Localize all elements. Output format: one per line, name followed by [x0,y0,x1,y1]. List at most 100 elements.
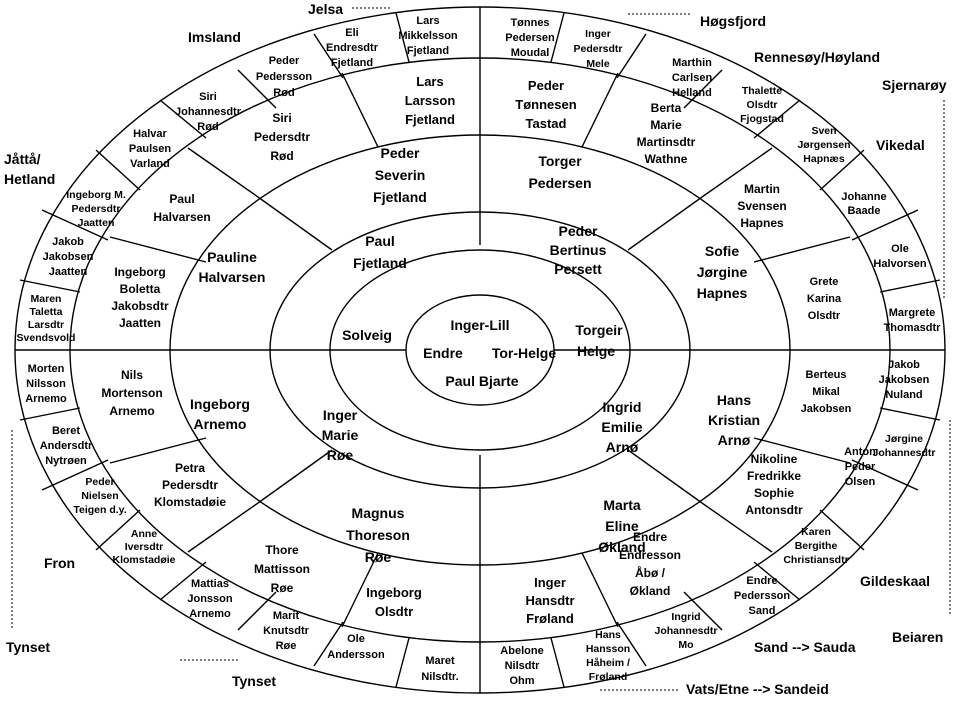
ancestor-line: Olsdtr [747,99,778,111]
ancestor-line: Tønnesen [515,97,576,112]
ancestor-line: Marta [603,497,641,513]
ancestor-line: Ohm [509,675,534,687]
place-tynset-left: Tynset [6,639,50,655]
divider-ring4-ur [701,147,773,198]
ancestor-line: Fjetland [331,57,373,69]
ancestor-line: Endresdtr [326,42,379,54]
ancestor-line: Halvarsen [153,210,210,224]
ancestor-line: Fjogstad [740,113,784,125]
place-vats-sandeid: Vats/Etne --> Sandeid [686,681,829,697]
ancestor-line: Svendsvold [17,332,76,344]
ancestor-line: Nikoline [751,452,798,466]
ancestor-line: Røe [276,640,297,652]
ancestor-line: Baade [847,205,880,217]
ancestor-line: Anne [131,528,157,540]
place-hogsfjord: Høgsfjord [700,13,766,29]
ancestor-line: Bergithe [795,540,838,552]
ancestor-line: Antonsdtr [745,503,803,517]
center-name-1: Inger-Lill [450,317,509,333]
ancestor-line: Maren [31,293,62,305]
ancestor-line: Karina [807,293,842,305]
ancestor-line: Taletta [29,306,62,318]
divider-r4-5 [581,552,619,628]
ancestor-line: Inger [323,407,358,423]
divider-ring4-lr [701,502,773,553]
place-tynset-bottom: Tynset [232,673,276,689]
place-vikedal: Vikedal [876,137,925,153]
ancestor-line: Johannesdtr [872,447,935,459]
ancestor-line: Inger [585,28,611,40]
ancestor-line: Margrete [889,307,935,319]
ancestor-line: Pedersdtr [254,130,310,144]
center-name-3: Tor-Helge [492,345,557,361]
ancestor-line: Karen [801,526,831,538]
ancestor-line: Halvar [133,128,167,140]
ancestor-line: Peder [85,476,114,488]
divider-r4-7 [109,437,207,464]
ancestor-line: Rød [270,149,293,163]
ancestor-line: Ingrid [671,611,700,623]
ancestor-line: Hansson [586,643,630,655]
ancestor-line: Paul [169,192,194,206]
divider-r4-1 [341,72,379,148]
divider-ring4-ll [187,502,259,553]
ancestor-line: Pauline [207,249,257,265]
ancestor-line: Berteus [806,369,847,381]
ancestor-line: Larsdtr [28,319,64,331]
ancestor-line: Olsen [845,476,876,488]
ancestor-line: Jørgine [885,433,923,445]
ancestor-line: Hansdtr [525,593,574,608]
ancestor-line: Fjetland [405,112,455,127]
ancestor-line: Lars [416,15,439,27]
ancestor-line: Nielsen [81,490,118,502]
ancestor-line: Mortenson [101,386,162,400]
ancestor-line: Severin [375,167,426,183]
ancestor-line: Pedersson [256,71,313,83]
ancestor-line: Tønnes [510,17,549,29]
ancestor-line: Frøland [526,611,574,626]
divider-ring3-lr [627,449,703,504]
ancestor-line: Johannesdtr [175,106,242,118]
ancestor-line: Halvorsen [873,258,926,270]
ancestor-line: Maret [425,655,455,667]
ancestor-line: Hans [717,392,751,408]
ancestor-line: Fredrikke [747,469,801,483]
ancestor-line: Thore [265,543,299,557]
ancestor-line: Rød [273,87,294,99]
ancestor-line: Økland [630,584,671,598]
ancestor-line: Jakobsen [43,251,94,263]
ancestor-line: Ingrid [603,399,642,415]
parent-torgeir-line1: Torgeir [575,322,623,338]
ancestor-line: Jaatten [119,316,161,330]
ancestor-line: Johanne [841,191,886,203]
place-guides [11,7,951,691]
ancestor-line: Jonsson [187,593,233,605]
ancestor-line: Sand [749,605,776,617]
ancestor-line: Beret [52,425,80,437]
ancestor-line: Fjetland [407,45,449,57]
ancestor-line: Røe [327,447,354,463]
place-imsland: Imsland [188,29,241,45]
ancestor-line: Nilsdtr. [421,671,458,683]
ancestor-line: Eli [345,27,358,39]
ancestor-line: Grete [810,276,839,288]
ancestor-line: Hans [595,629,621,641]
ancestor-line: Røe [271,581,294,595]
ancestor-line: Boletta [120,282,161,296]
ancestor-line: Nytrøen [45,455,87,467]
